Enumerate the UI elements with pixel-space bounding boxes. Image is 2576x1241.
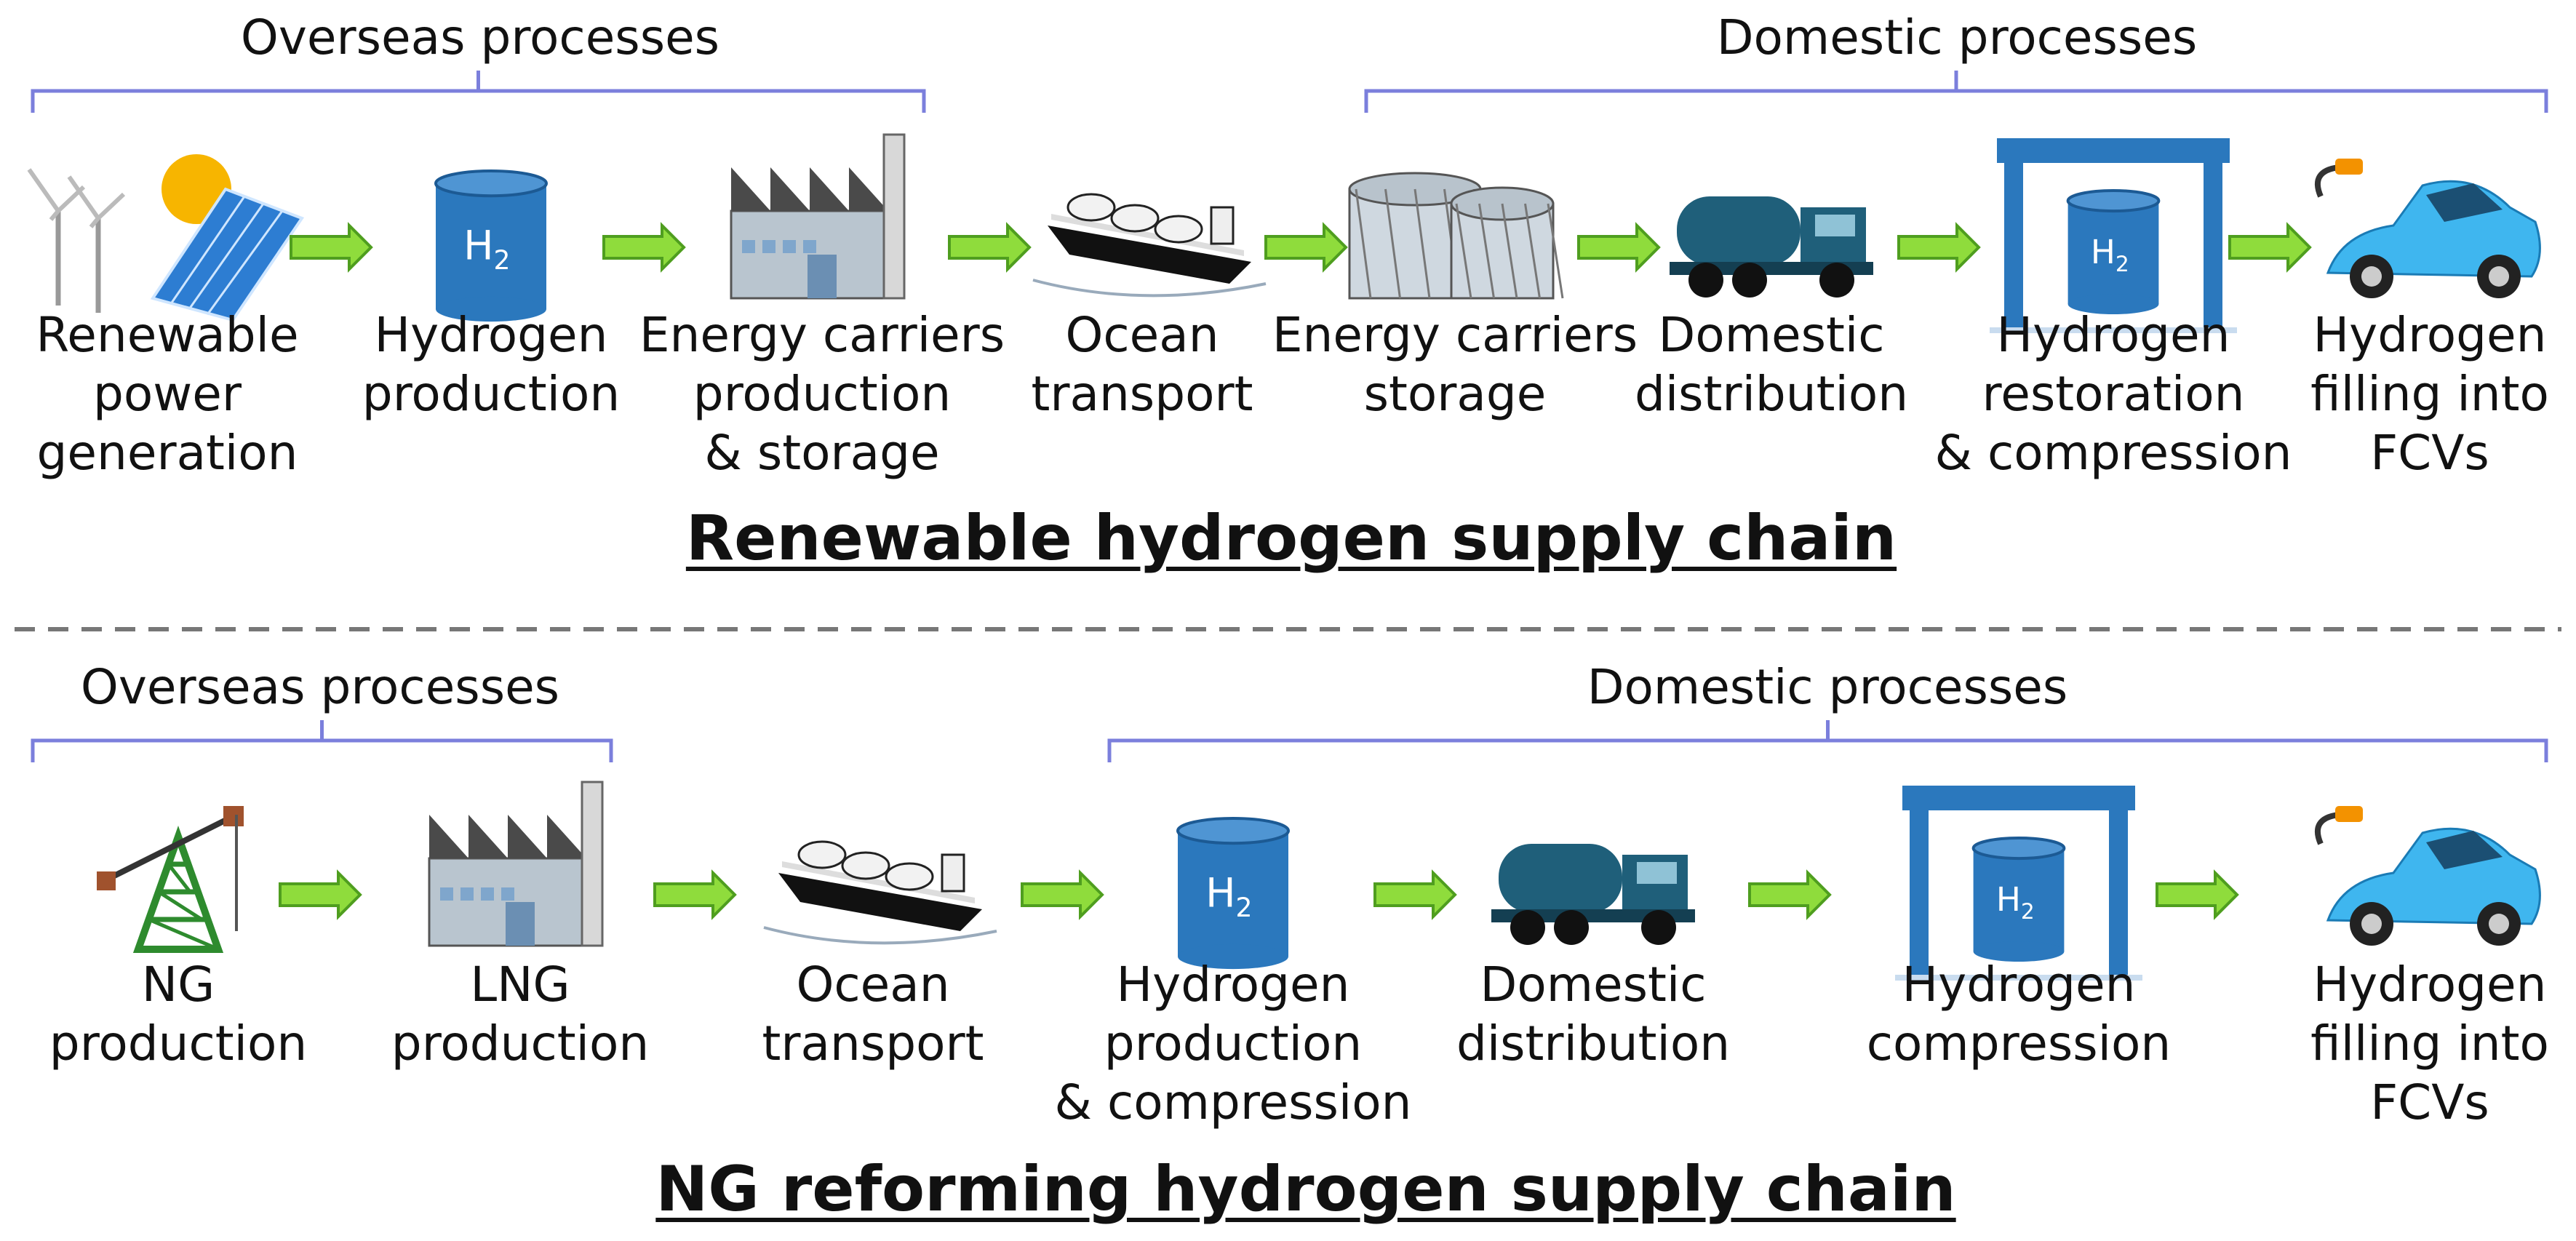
factory-icon	[730, 133, 906, 300]
fcv-car-icon	[2315, 159, 2541, 298]
step-label: FCVs	[2370, 1074, 2489, 1130]
step-label: transport	[1031, 366, 1253, 422]
flow-arrow-icon	[1264, 222, 1348, 273]
step-label: & compression	[1054, 1074, 1412, 1130]
step-label: filling into	[2310, 366, 2549, 422]
step-label: restoration	[1982, 366, 2245, 422]
h2-label: H2	[1996, 880, 2035, 924]
step-label: NG	[141, 957, 215, 1013]
flow-arrow-icon	[948, 222, 1032, 273]
h2-label: H2	[463, 223, 510, 276]
hydrogen-tank-icon: H2	[1176, 817, 1290, 970]
step-label: Hydrogen	[1996, 307, 2230, 363]
step-label: production	[1104, 1015, 1363, 1072]
step-label: LNG	[470, 957, 570, 1013]
chain-title: NG reforming hydrogen supply chain	[655, 1153, 1956, 1226]
step-label: Energy carriers	[1272, 307, 1638, 363]
step-label: storage	[1363, 366, 1547, 422]
flow-arrow-icon	[279, 869, 362, 920]
hydrogen-station-icon: H2	[1990, 138, 2237, 333]
hydrogen-station-icon: H2	[1895, 786, 2142, 981]
flow-arrow-icon	[290, 222, 373, 273]
step-label: Hydrogen	[2313, 307, 2547, 363]
ship-icon	[763, 840, 997, 945]
step-label: Ocean	[796, 957, 950, 1013]
step-label: Domestic	[1480, 957, 1707, 1013]
step-label: compression	[1866, 1015, 2172, 1072]
overseas-processes-label: Overseas processes	[240, 9, 720, 65]
step-label: production	[49, 1015, 308, 1072]
step-label: generation	[36, 425, 298, 481]
flow-arrow-icon	[1577, 222, 1661, 273]
chain-title: Renewable hydrogen supply chain	[685, 502, 1897, 575]
wind-solar-icon	[27, 154, 305, 322]
step-label: Hydrogen	[1116, 957, 1350, 1013]
step-label: Energy carriers	[639, 307, 1005, 363]
step-label: Hydrogen	[2313, 957, 2547, 1013]
step-label: & storage	[704, 425, 940, 481]
h2-label: H2	[1205, 870, 1252, 923]
factory-icon	[428, 781, 604, 947]
flow-arrow-icon	[2228, 222, 2312, 273]
fcv-car-icon	[2315, 806, 2541, 946]
step-label: Hydrogen	[374, 307, 608, 363]
step-label: production	[391, 1015, 650, 1072]
flow-arrow-icon	[653, 869, 737, 920]
domestic-bracket	[1364, 71, 2548, 113]
step-label: FCVs	[2370, 425, 2489, 481]
step-label: Ocean	[1065, 307, 1219, 363]
flow-arrow-icon	[1897, 222, 1981, 273]
storage-tanks-icon	[1348, 172, 1564, 300]
step-label: production	[362, 366, 621, 422]
domestic-bracket	[1107, 720, 2548, 762]
step-label: Hydrogen	[1902, 957, 2136, 1013]
step-label: & compression	[1934, 425, 2292, 481]
step-label: power	[93, 366, 242, 422]
step-label: distribution	[1634, 366, 1909, 422]
step-label: transport	[762, 1015, 984, 1072]
domestic-processes-label: Domestic processes	[1587, 659, 2068, 715]
hydrogen-tank-icon: H2	[434, 169, 548, 322]
h2-label: H2	[2091, 233, 2129, 276]
flow-arrow-icon	[1748, 869, 1832, 920]
step-label: distribution	[1456, 1015, 1731, 1072]
overseas-bracket	[31, 71, 926, 113]
overseas-processes-label: Overseas processes	[80, 659, 560, 715]
step-label: production	[693, 366, 952, 422]
overseas-bracket	[31, 720, 613, 762]
flow-arrow-icon	[1373, 869, 1457, 920]
flow-arrow-icon	[1021, 869, 1104, 920]
domestic-processes-label: Domestic processes	[1716, 9, 2198, 65]
step-label: Domestic	[1658, 307, 1885, 363]
flow-arrow-icon	[602, 222, 686, 273]
flow-arrow-icon	[2156, 869, 2239, 920]
truck-icon	[1670, 196, 1873, 298]
step-label: filling into	[2310, 1015, 2549, 1072]
step-label: Renewable	[36, 307, 299, 363]
truck-icon	[1491, 844, 1695, 945]
ship-icon	[1032, 193, 1267, 298]
pump-jack-icon	[97, 806, 244, 953]
